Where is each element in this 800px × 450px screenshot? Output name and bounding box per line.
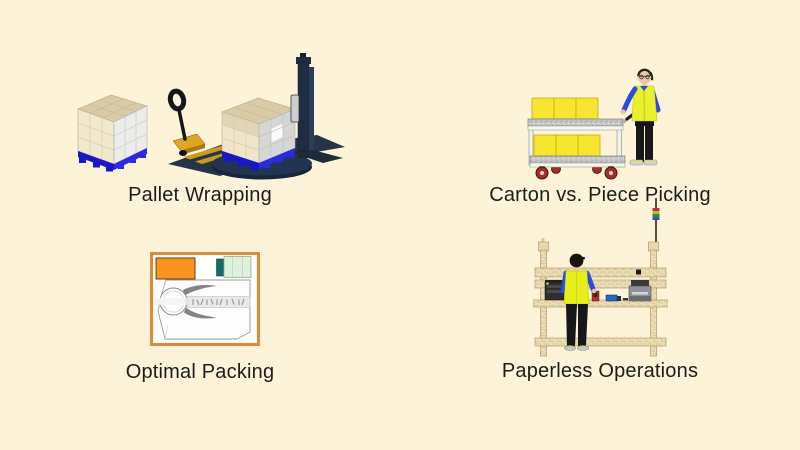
- label-printer: [544, 280, 565, 301]
- wrap-roll-graphic: [155, 279, 251, 340]
- stretch-wrap-machine: [212, 53, 345, 180]
- paperless-workbench-art: [533, 196, 668, 360]
- orange-box: [155, 257, 196, 280]
- workbench: [533, 238, 668, 357]
- section-pallet-wrapping: Pallet Wrapping: [0, 0, 400, 225]
- small-terminal: [605, 294, 628, 302]
- bench-devices: [544, 280, 652, 302]
- green-box: [216, 256, 252, 278]
- caption-carton-vs-piece-picking: Carton vs. Piece Picking: [489, 184, 711, 206]
- picking-cart-art: [525, 60, 675, 182]
- section-paperless-operations: Paperless Operations: [400, 198, 800, 450]
- caption-paperless-operations: Paperless Operations: [501, 360, 699, 382]
- andon-light-pole: [652, 198, 660, 246]
- embossed-lettering: [192, 298, 245, 306]
- paperless-workbench-illustration: [533, 198, 668, 357]
- desktop-printer: [628, 280, 652, 302]
- carton-row-bottom: [533, 134, 601, 157]
- pallet-of-boxes: [77, 94, 148, 172]
- section-carton-vs-piece-picking: Carton vs. Piece Picking: [400, 0, 800, 225]
- picking-cart: [527, 97, 641, 180]
- bench-worker: [560, 253, 597, 351]
- picking-worker: [620, 68, 661, 166]
- caption-optimal-packing: Optimal Packing: [125, 361, 275, 383]
- optimal-packing-frame: [150, 252, 260, 346]
- pallet-wrapping-art: [55, 45, 345, 180]
- caption-pallet-wrapping: Pallet Wrapping: [128, 184, 272, 206]
- picking-cart-illustration: [527, 68, 661, 180]
- section-optimal-packing: Optimal Packing: [0, 225, 400, 450]
- pallet-wrapping-illustration: [77, 53, 345, 180]
- carton-row-top: [531, 97, 599, 120]
- optimal-packing-illustration: [153, 255, 257, 343]
